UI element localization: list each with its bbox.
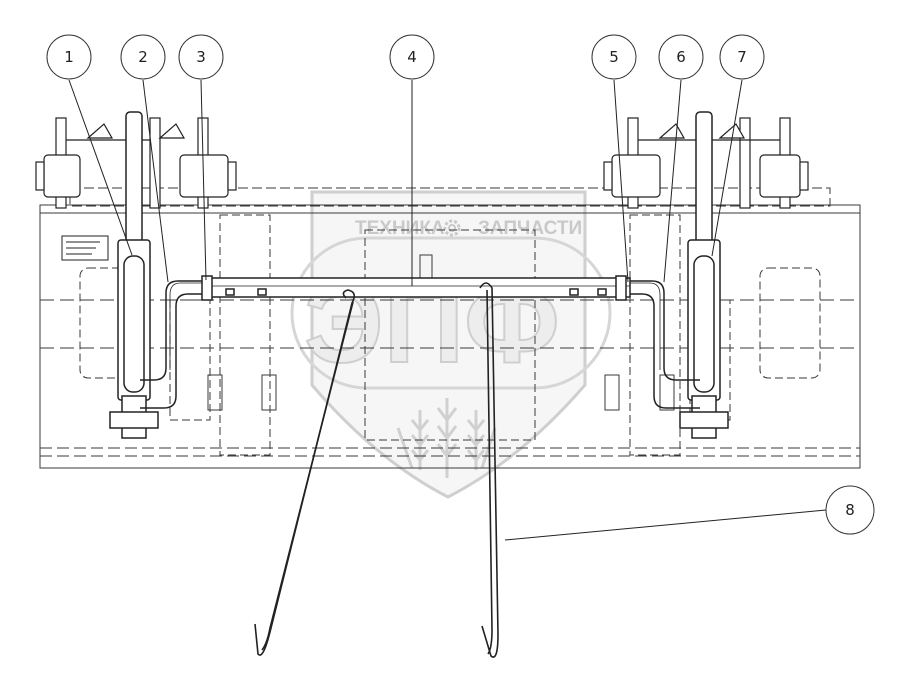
callout-3: 3: [178, 34, 224, 80]
right-cylinder: [679, 111, 729, 439]
center-tube: [201, 275, 631, 301]
callout-4: 4: [389, 34, 435, 80]
callout-5: 5: [591, 34, 637, 80]
left-cylinder: [109, 111, 159, 439]
callout-2: 2: [120, 34, 166, 80]
gear-icon: [443, 219, 461, 237]
watermark-logo-oval: [290, 236, 612, 390]
left-hinge-assembly: [35, 117, 237, 209]
callout-label-1: 1: [64, 48, 74, 66]
callout-label-7: 7: [737, 48, 747, 66]
callout-6: 6: [658, 34, 704, 80]
callout-1: 1: [46, 34, 92, 80]
watermark-shield: [310, 190, 587, 499]
left-hoses: [140, 280, 210, 409]
watermark-right-text: ЗАПЧАСТИ: [478, 218, 582, 239]
callout-label-8: 8: [845, 501, 855, 519]
left-spear: [254, 289, 356, 656]
callout-7: 7: [719, 34, 765, 80]
callout-label-4: 4: [407, 48, 417, 66]
callout-8: 8: [825, 485, 875, 535]
right-hoses: [630, 280, 700, 409]
data-plate: [61, 235, 109, 261]
watermark: ТЕХНИКА ЗАПЧАСТИ ЭПФ: [290, 190, 612, 499]
watermark-left-text: ТЕХНИКА: [355, 218, 445, 239]
callout-label-5: 5: [609, 48, 619, 66]
callout-label-6: 6: [676, 48, 686, 66]
leader-lines: [68, 79, 827, 541]
callout-label-2: 2: [138, 48, 148, 66]
callout-label-3: 3: [196, 48, 206, 66]
right-hinge-assembly: [603, 117, 809, 209]
right-spear: [479, 282, 499, 658]
